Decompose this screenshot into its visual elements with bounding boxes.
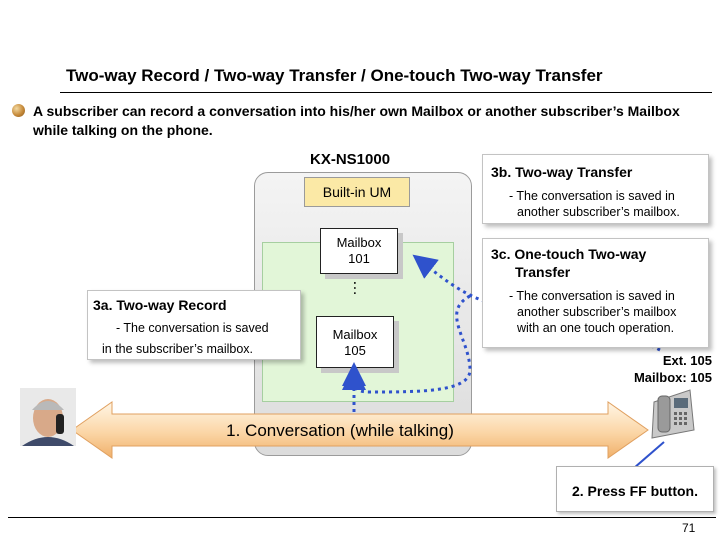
card-two-way-transfer-line2: another subscriber’s mailbox.: [517, 205, 680, 219]
card-one-touch-heading-1: 3c. One-touch Two-way: [491, 246, 647, 262]
extension-number: Ext. 105: [662, 353, 712, 368]
ff-connector: [633, 441, 665, 469]
page-number: 71: [682, 521, 696, 535]
record-dotted-arrow: [342, 294, 472, 394]
card-two-way-record: 3a. Two-way Record - The conversation is…: [87, 290, 301, 360]
card-two-way-record-line1: - The conversation is saved: [116, 321, 269, 335]
mailbox-101: Mailbox 101: [320, 228, 398, 274]
card-two-way-record-line2: in the subscriber’s mailbox.: [102, 342, 253, 356]
mailbox-101-number: 101: [348, 251, 370, 266]
mailbox-105-label: Mailbox: [332, 327, 378, 342]
mailbox-101-label: Mailbox: [336, 235, 382, 250]
desk-phone-icon: [651, 389, 695, 439]
ff-button-callout: 2. Press FF button.: [556, 466, 714, 512]
title-divider: [60, 92, 712, 93]
builtin-um-box: Built-in UM: [304, 177, 410, 207]
extension-info: Ext. 105 Mailbox: 105: [600, 352, 712, 386]
card-one-touch-line1: - The conversation is saved in: [509, 289, 675, 303]
mailbox-105-number: 105: [344, 343, 366, 358]
intro-text: A subscriber can record a conversation i…: [33, 103, 680, 138]
card-two-way-record-heading: 3a. Two-way Record: [93, 297, 227, 313]
extension-mailbox: Mailbox: 105: [633, 370, 712, 385]
caller-person-icon: [20, 388, 76, 446]
footer-divider: [8, 517, 716, 518]
card-one-touch-heading-2: Transfer: [515, 264, 571, 280]
card-one-touch-line2: another subscriber’s mailbox: [517, 305, 677, 319]
conversation-label: 1. Conversation (while talking): [226, 421, 454, 440]
card-two-way-transfer-heading: 3b. Two-way Transfer: [491, 164, 633, 180]
card-one-touch-line3: with an one touch operation.: [517, 321, 675, 335]
mailbox-ellipsis: …: [350, 280, 367, 297]
card-one-touch-transfer: 3c. One-touch Two-way Transfer - The con…: [482, 238, 709, 348]
card-two-way-transfer-line1: - The conversation is saved in: [509, 189, 675, 203]
mailbox-105: Mailbox 105: [316, 316, 394, 368]
conversation-arrow: [71, 401, 649, 459]
server-label: KX-NS1000: [310, 151, 391, 168]
bullet-icon: [12, 104, 25, 117]
page-title: Two-way Record / Two-way Transfer / One-…: [66, 66, 603, 85]
card-two-way-transfer: 3b. Two-way Transfer - The conversation …: [482, 154, 709, 224]
